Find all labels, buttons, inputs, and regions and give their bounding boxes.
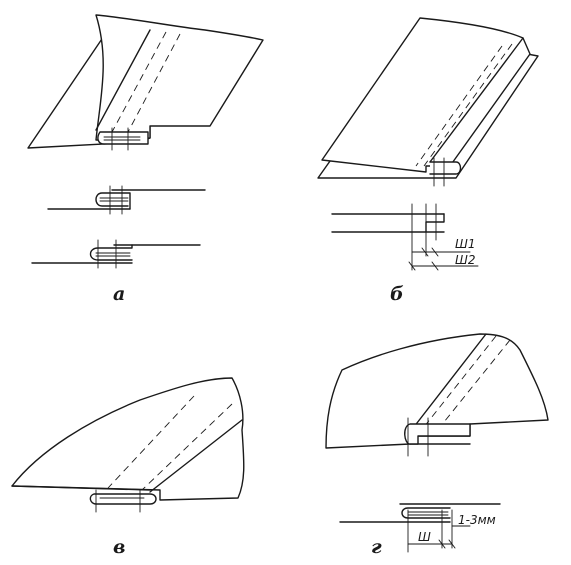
panel-a-section-upper [47,185,206,215]
panel-b: Ш1 Ш2 б [317,17,539,305]
panel-v-fabric-drawing [11,377,245,513]
panel-g: Ш 1-3мм г [325,333,549,558]
panel-a-label: а [113,283,125,305]
panel-g-dim-gap: 1-3мм [458,513,496,527]
panel-a-fabric-drawing [27,14,264,151]
panel-b-dim-sh2: Ш2 [455,253,475,267]
panel-b-fabric-drawing [317,17,539,187]
panel-g-dim-sh: Ш [418,530,431,544]
panel-g-section [339,503,501,553]
panel-g-label: г [371,536,382,558]
panel-g-fabric-drawing [325,333,549,457]
panel-v: в [11,377,245,558]
panel-v-label: в [113,536,125,558]
panel-b-label: б [390,283,404,305]
panel-a-section-lower [31,239,201,269]
panel-b-dim-sh1: Ш1 [455,237,475,251]
panel-a: а [27,14,264,305]
panel-b-section [331,203,479,271]
